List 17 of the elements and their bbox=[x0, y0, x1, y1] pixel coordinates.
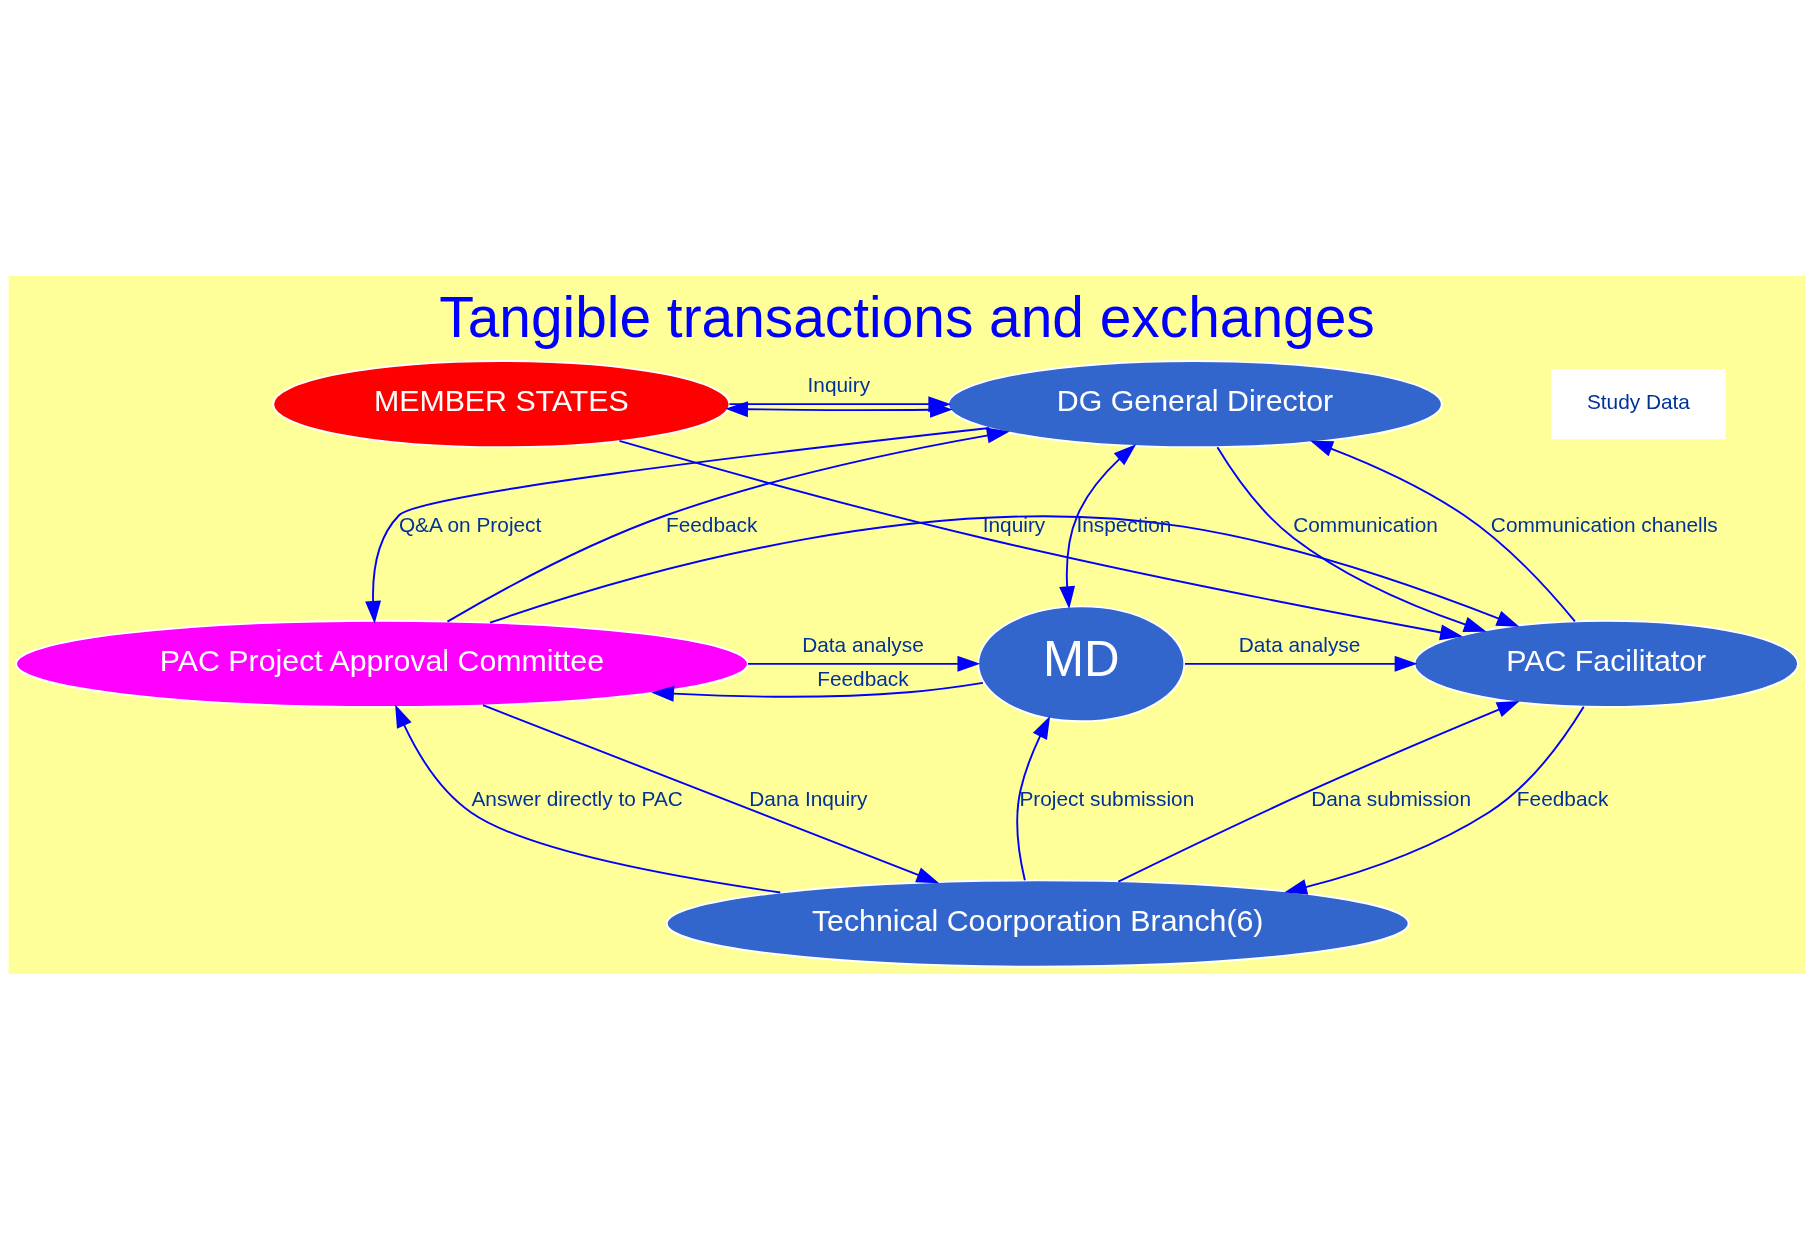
edge-label: Feedback bbox=[1516, 787, 1609, 811]
edge-label: Dana submission bbox=[1311, 787, 1471, 811]
edge-label: Data analyse bbox=[802, 633, 924, 657]
edge-label: Inquiry bbox=[982, 512, 1046, 536]
edge-label: Feedback bbox=[665, 512, 758, 536]
edge-label: Q&A on Project bbox=[398, 512, 542, 536]
edge-label: Communication bbox=[1293, 512, 1438, 536]
diagram-title: Tangible transactions and exchanges bbox=[439, 285, 1375, 349]
edge-label: Feedback bbox=[817, 667, 909, 691]
edge-label: Inquiry bbox=[807, 373, 871, 397]
edge-label: Data analyse bbox=[1238, 633, 1361, 657]
edge-label: Inspection bbox=[1076, 512, 1172, 536]
edge-label: Dana Inquiry bbox=[749, 787, 868, 811]
edge-label: Answer directly to PAC bbox=[471, 787, 683, 811]
edge-label: Project submission bbox=[1019, 787, 1195, 811]
label: Study Data bbox=[1586, 390, 1690, 414]
edge-label: Communication chanells bbox=[1490, 512, 1718, 536]
